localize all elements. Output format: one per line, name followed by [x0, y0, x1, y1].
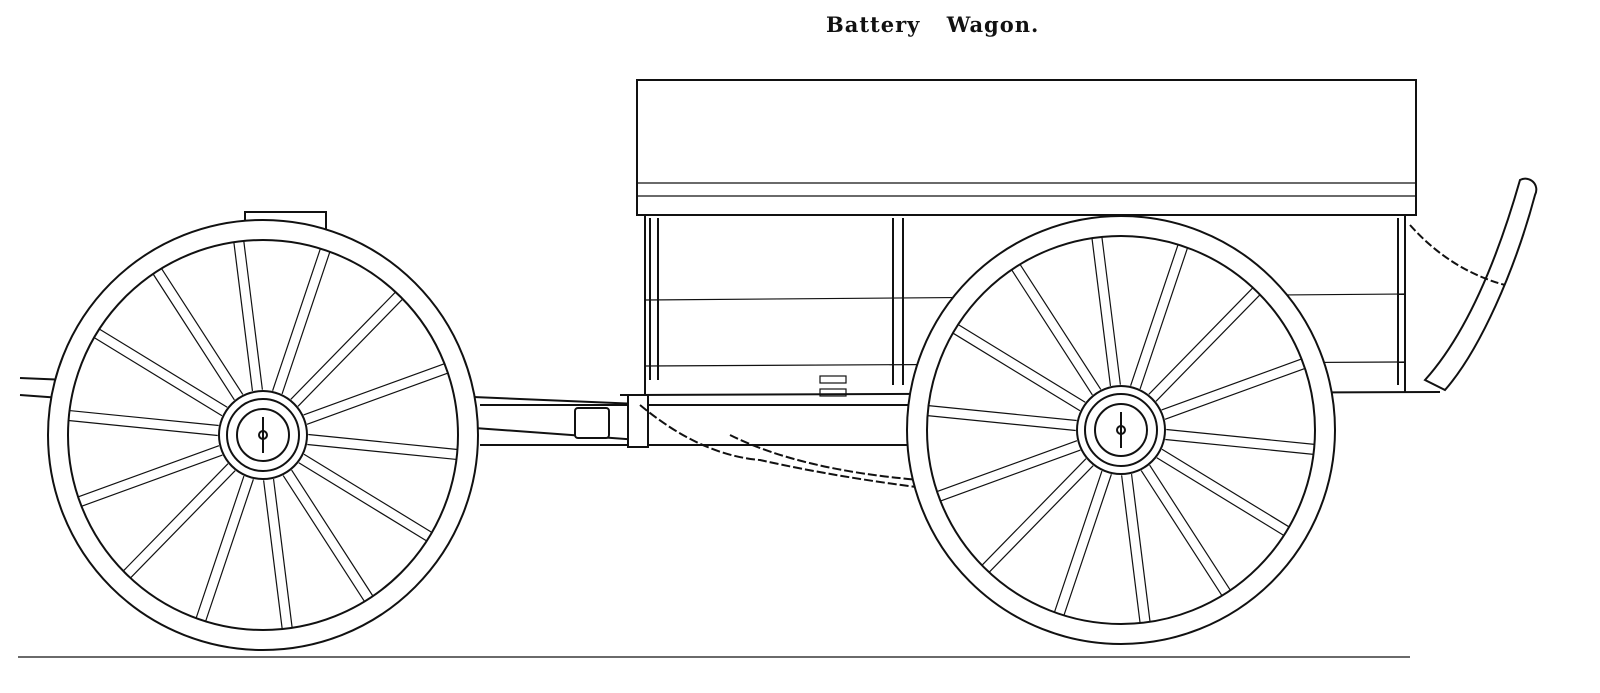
wheel-spoke	[1155, 294, 1261, 402]
wheel-spoke	[1140, 470, 1223, 597]
wheel-spoke	[281, 251, 331, 395]
wheel-spoke	[952, 332, 1081, 412]
wheel-spoke	[297, 298, 404, 407]
wheel-spoke	[957, 324, 1086, 403]
wheel-spoke	[282, 475, 366, 602]
wheel-spoke	[1165, 438, 1314, 455]
wheel-spoke	[243, 240, 263, 390]
wheel-spoke	[129, 470, 236, 579]
wheel-spoke	[122, 463, 229, 572]
wheel-spoke	[81, 454, 223, 507]
wheel-hub	[218, 390, 308, 480]
wheel-spoke	[160, 268, 244, 395]
wheel-spoke	[272, 248, 321, 391]
wheel-spoke	[1130, 244, 1179, 386]
wheel-spoke	[303, 453, 433, 533]
wheel-spoke	[1166, 428, 1315, 445]
wheel-spoke	[1091, 238, 1112, 387]
wheel-spoke	[1063, 474, 1112, 616]
wheel-spoke	[306, 372, 449, 425]
wheel-spoke	[93, 337, 223, 417]
wheel-spoke	[195, 475, 245, 619]
wheel-spoke	[205, 479, 254, 622]
wheel-spoke	[1121, 475, 1141, 624]
wheel-spoke	[152, 273, 235, 401]
wheel-spoke	[307, 443, 457, 461]
wagon-cover	[636, 79, 1417, 216]
rear-chain	[1409, 224, 1506, 286]
wheel-spoke	[1011, 269, 1093, 396]
wheel-spoke	[936, 440, 1078, 493]
wheel-spoke	[68, 419, 218, 437]
wheel-spoke	[98, 328, 228, 408]
wheel-spoke	[1149, 464, 1231, 591]
wheel-spoke	[988, 465, 1094, 573]
wheel-spoke	[927, 415, 1076, 432]
wheel-spoke	[1156, 457, 1285, 536]
front-wheel	[47, 219, 479, 651]
wheel-spoke	[1101, 236, 1121, 385]
wheel-spoke	[1161, 448, 1290, 528]
tail-hook	[1423, 177, 1538, 392]
wheel-hub	[1076, 385, 1166, 475]
wheel-spoke	[981, 458, 1087, 566]
wheel-spoke	[1164, 367, 1306, 420]
wheel-spoke	[940, 449, 1081, 502]
wheel-spoke	[291, 469, 374, 597]
wheel-spoke	[928, 405, 1077, 422]
wheel-spoke	[298, 462, 428, 542]
wheel-spoke	[77, 445, 220, 498]
wheel-spoke	[308, 433, 458, 451]
rear-wheel	[906, 215, 1336, 645]
wheel-spoke	[233, 242, 254, 392]
wheel-spoke	[1139, 247, 1189, 390]
wheel-spoke	[1053, 470, 1103, 613]
wheel-spoke	[1130, 473, 1151, 622]
connecting-chain	[639, 404, 941, 491]
wheel-spoke	[1148, 287, 1254, 395]
wheel-spoke	[272, 478, 293, 628]
wheel-spoke	[303, 363, 445, 416]
wheel-spoke	[69, 409, 219, 427]
wheel-spoke	[1161, 358, 1302, 411]
wheel-spoke	[1019, 263, 1102, 390]
wheel-spoke	[290, 291, 397, 400]
drawing-title: Battery Wagon.	[826, 12, 1040, 37]
wheel-spoke	[263, 480, 283, 630]
